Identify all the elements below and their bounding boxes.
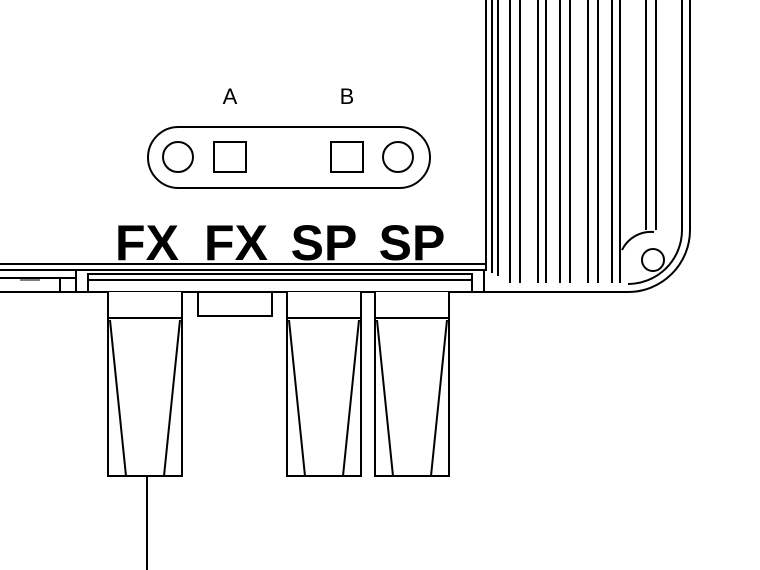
label-a: A (223, 84, 238, 109)
mounting-hole-icon (641, 248, 665, 272)
port-label-sp-1: SP (291, 215, 358, 271)
port-label-fx-1: FX (115, 215, 179, 271)
connector-fx-1[interactable] (107, 292, 183, 477)
connector-sp-1[interactable] (286, 292, 362, 477)
connector-sp-2[interactable] (374, 292, 450, 477)
switch-a-button[interactable] (213, 141, 247, 173)
switch-b-button[interactable] (330, 141, 364, 173)
ab-selector-plate (147, 126, 431, 189)
port-label-fx-2: FX (204, 215, 268, 271)
left-screw-icon (162, 141, 194, 173)
label-b: B (340, 84, 355, 109)
connector-bar (75, 269, 485, 293)
port-label-sp-2: SP (379, 215, 446, 271)
enclosure-fins (0, 0, 691, 293)
socket-fx-2[interactable] (197, 291, 273, 317)
right-screw-icon (382, 141, 414, 173)
